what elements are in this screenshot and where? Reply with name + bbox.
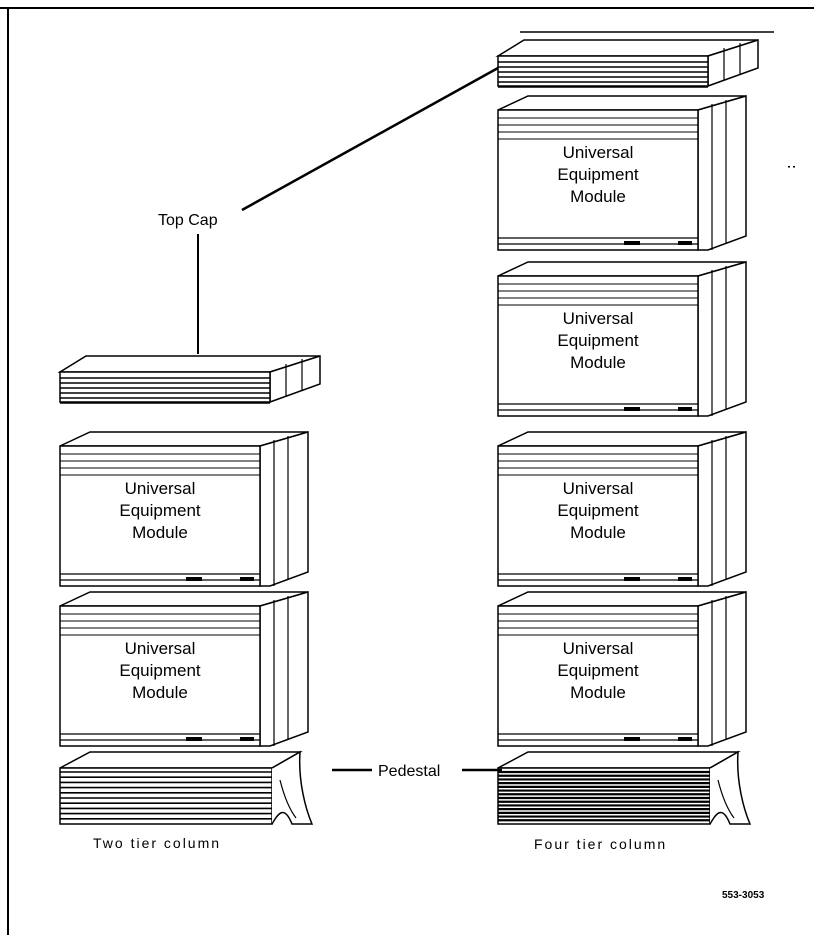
module-label-line: Module: [132, 523, 188, 542]
pedestal-right: [497, 750, 752, 825]
module-label-line: Universal: [563, 143, 634, 162]
top-cap-leader-right: [241, 66, 499, 212]
module-label-line: Equipment: [557, 661, 639, 680]
module-label-line: Module: [132, 683, 188, 702]
four-tier-caption: Four tier column: [534, 836, 667, 852]
module-label-line: Universal: [125, 479, 196, 498]
module-label-line: Universal: [563, 639, 634, 658]
module-label-line: Equipment: [557, 501, 639, 520]
top-cap-left: [57, 354, 321, 404]
figure-number: 553-3053: [722, 890, 765, 901]
top-cap-label: Top Cap: [158, 212, 218, 229]
two-tier-caption: Two tier column: [93, 835, 221, 851]
module-label-line: Module: [570, 683, 626, 702]
module-label-line: Equipment: [557, 165, 639, 184]
top-cap-right: [495, 38, 759, 88]
module-label-line: Module: [570, 523, 626, 542]
module-label-line: Equipment: [557, 331, 639, 350]
module-label-line: Equipment: [119, 661, 201, 680]
module-label-line: Module: [570, 187, 626, 206]
module-label-line: Equipment: [119, 501, 201, 520]
figure-frame: [0, 7, 814, 935]
scan-mark: [788, 166, 795, 168]
pedestal-label: Pedestal: [378, 763, 440, 780]
leader-lines: [197, 66, 502, 772]
module-label-line: Universal: [563, 309, 634, 328]
pedestal-left: [59, 750, 314, 825]
module-label-line: Universal: [125, 639, 196, 658]
module-label-line: Universal: [563, 479, 634, 498]
module-label-line: Module: [570, 353, 626, 372]
